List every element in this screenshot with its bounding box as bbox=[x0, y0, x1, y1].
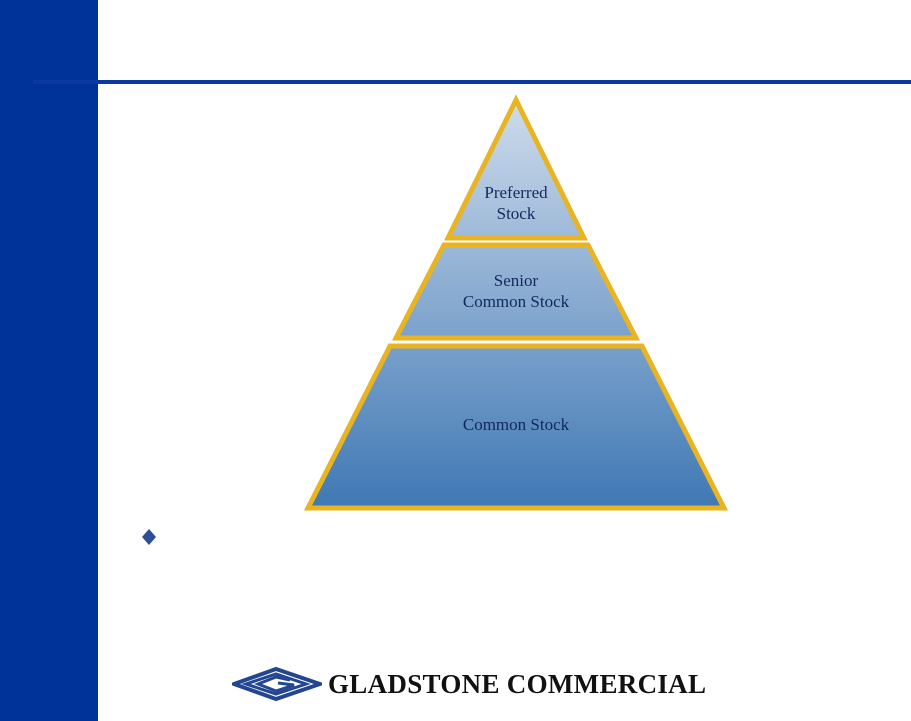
tier-senior-label-line-1: Senior bbox=[494, 271, 539, 290]
company-name: GLADSTONE COMMERCIAL bbox=[328, 668, 707, 699]
diamond-bullet-icon bbox=[142, 529, 156, 545]
tier-preferred-label-line-1: Preferred bbox=[484, 183, 548, 202]
tier-preferred-shape bbox=[443, 94, 589, 241]
tier-common-stock: Common Stock bbox=[303, 343, 729, 511]
header-rule bbox=[33, 80, 911, 84]
tier-senior-common-stock: Senior Common Stock bbox=[391, 242, 641, 341]
tier-preferred-stock: Preferred Stock bbox=[443, 94, 589, 241]
gladstone-logo-icon bbox=[232, 666, 322, 702]
left-brand-band bbox=[0, 0, 98, 721]
tier-common-shape bbox=[303, 343, 729, 511]
tier-senior-shape bbox=[391, 242, 641, 341]
tier-senior-label-line-2: Common Stock bbox=[463, 292, 570, 311]
tier-common-label-line-1: Common Stock bbox=[463, 415, 570, 434]
company-logo: GLADSTONE COMMERCIAL bbox=[228, 663, 733, 705]
tier-preferred-label-line-2: Stock bbox=[497, 204, 536, 223]
